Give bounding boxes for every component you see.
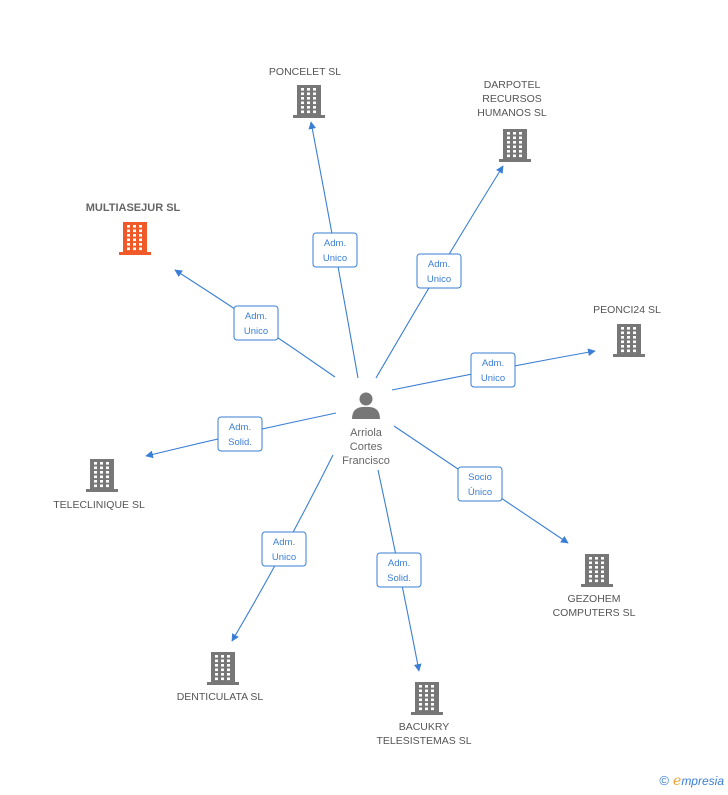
building-icon-poncelet[interactable] (293, 85, 325, 118)
company-label-gezohem[interactable]: COMPUTERS SL (553, 607, 636, 619)
role-badge-line: Unico (427, 274, 451, 285)
building-icon-bacukry[interactable] (411, 682, 443, 715)
company-label-bacukry[interactable]: TELESISTEMAS SL (376, 735, 471, 747)
person-icon[interactable] (352, 392, 380, 420)
role-badge-multiasejur[interactable]: Adm. Unico (233, 305, 279, 341)
role-badge-line: Adm. (273, 537, 295, 548)
company-label-teleclinique[interactable]: TELECLINIQUE SL (53, 499, 145, 511)
person-name-line[interactable]: Arriola (350, 427, 383, 439)
role-badge-poncelet[interactable]: Adm. Unico (312, 232, 358, 268)
role-badge-line: Único (468, 487, 492, 498)
brand-name: mpresia (681, 774, 724, 788)
role-badge-line: Adm. (482, 358, 504, 369)
company-label-darpotel[interactable]: HUMANOS SL (477, 107, 547, 119)
role-badge-bacukry[interactable]: Adm. Solid. (376, 552, 422, 588)
role-badge-line: Solid. (228, 437, 252, 448)
company-label-bacukry[interactable]: BACUKRY (399, 721, 450, 733)
role-badge-denticulata[interactable]: Adm. Unico (261, 531, 307, 567)
role-badge-line: Adm. (229, 422, 251, 433)
role-badge-line: Unico (272, 552, 296, 563)
role-badge-line: Unico (323, 253, 347, 264)
role-badge-line: Unico (244, 326, 268, 337)
building-icon-multiasejur[interactable] (119, 222, 151, 255)
company-label-gezohem[interactable]: GEZOHEM (567, 593, 620, 605)
role-badge-line: Adm. (324, 238, 346, 249)
role-badge-line: Adm. (428, 259, 450, 270)
person-name-line[interactable]: Cortes (350, 441, 383, 453)
role-badge-line: Socio (468, 472, 492, 483)
company-label-denticulata[interactable]: DENTICULATA SL (177, 691, 264, 703)
building-icon-peonci24[interactable] (613, 324, 645, 357)
company-label-poncelet[interactable]: PONCELET SL (269, 66, 341, 78)
company-label-peonci24[interactable]: PEONCI24 SL (593, 304, 661, 316)
role-badge-line: Adm. (388, 558, 410, 569)
person-name-line[interactable]: Francisco (342, 455, 390, 467)
brand-initial: e (673, 773, 682, 789)
building-icon-teleclinique[interactable] (86, 459, 118, 492)
company-label-darpotel[interactable]: DARPOTEL (484, 79, 541, 91)
role-badge-teleclinique[interactable]: Adm. Solid. (217, 416, 263, 452)
company-label-darpotel[interactable]: RECURSOS (482, 93, 542, 105)
building-icon-gezohem[interactable] (581, 554, 613, 587)
company-label-multiasejur[interactable]: MULTIASEJUR SL (86, 202, 181, 214)
building-icon-darpotel[interactable] (499, 129, 531, 162)
building-icon-denticulata[interactable] (207, 652, 239, 685)
role-badge-line: Unico (481, 373, 505, 384)
empresia-watermark: ©empresia (659, 773, 724, 789)
copyright-icon: © (659, 773, 670, 788)
role-badge-darpotel[interactable]: Adm. Unico (416, 253, 462, 289)
role-badge-line: Adm. (245, 311, 267, 322)
role-badge-peonci24[interactable]: Adm. Unico (470, 352, 516, 388)
role-badge-line: Solid. (387, 573, 411, 584)
